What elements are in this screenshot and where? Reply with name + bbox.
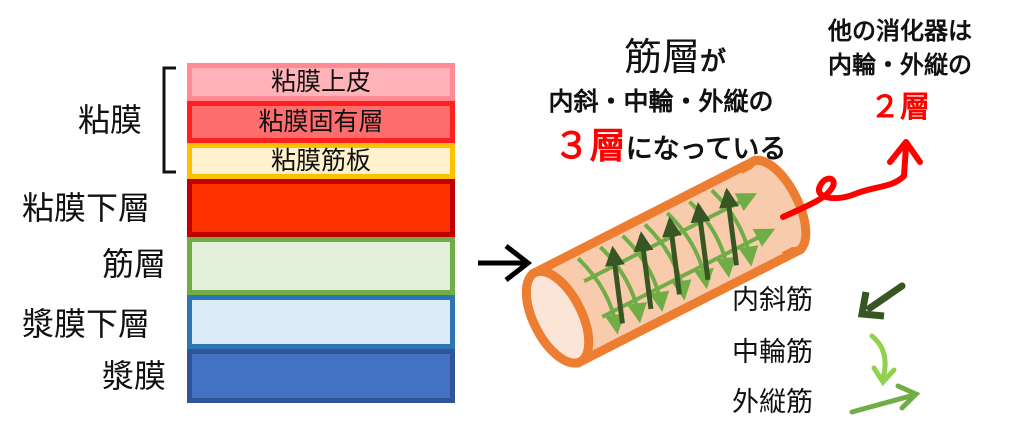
layer-muscularis-mucosae: 粘膜筋板	[187, 143, 455, 179]
layer-lamina-propria-label: 粘膜固有層	[258, 107, 384, 136]
label-mucosa: 粘膜	[78, 101, 143, 139]
black-arrow-icon	[478, 244, 533, 282]
center-title-suffix: が	[700, 47, 727, 77]
inner-oblique-arrow-icon	[857, 282, 906, 320]
label-inner-oblique: 内斜筋	[732, 285, 813, 316]
label-muscle-layer: 筋層	[102, 245, 167, 283]
red-curved-arrow-icon	[780, 139, 923, 220]
layer-serosa	[187, 349, 455, 403]
tube-illustration	[521, 155, 811, 368]
center-line2: 内斜・中輪・外縦の	[548, 87, 774, 116]
layer-lamina-propria: 粘膜固有層	[187, 101, 455, 143]
right-layer-word: 層	[900, 90, 930, 125]
label-serosa: 漿膜	[102, 357, 167, 395]
layer-muscle	[187, 237, 455, 295]
outer-longitudinal-arrow-icon	[849, 383, 921, 415]
mucosa-bracket	[162, 66, 176, 174]
layer-muscularis-mucosae-label: 粘膜筋板	[270, 146, 371, 175]
label-outer-longitudinal: 外縦筋	[732, 387, 813, 418]
layer-submucosa	[187, 179, 455, 237]
right-line3: ２層	[800, 88, 1000, 128]
layer-subserosa	[187, 295, 455, 349]
label-middle-circular: 中輪筋	[732, 337, 813, 368]
right-line1: 他の消化器は	[828, 17, 972, 45]
center-line3-rest: になっている	[625, 134, 787, 165]
center-heading: 筋層が	[530, 34, 820, 85]
label-submucosa: 粘膜下層	[22, 189, 151, 227]
right-number: ２	[870, 90, 900, 125]
layer-epithelium: 粘膜上皮	[187, 63, 455, 101]
center-line3: ３層になっている	[520, 124, 820, 173]
right-line2: 内輪・外縦の	[828, 51, 972, 79]
center-number: ３	[553, 126, 590, 167]
layer-epithelium-label: 粘膜上皮	[270, 67, 371, 96]
middle-circular-arrow-icon	[869, 333, 897, 387]
center-title-main: 筋層	[623, 35, 700, 79]
label-subserosa: 漿膜下層	[22, 305, 151, 343]
center-layer-word: 層	[589, 126, 626, 167]
